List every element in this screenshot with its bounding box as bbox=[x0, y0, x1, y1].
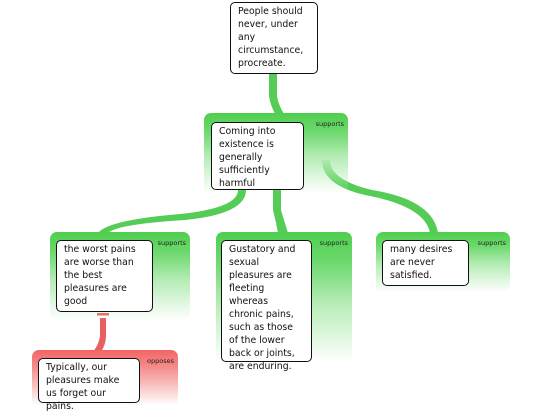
premise-relation-tag: supports bbox=[315, 120, 344, 128]
reason-2-text: Gustatory and sexual pleasures are fleet… bbox=[229, 244, 296, 372]
connector-premise-reason-2 bbox=[273, 190, 288, 233]
connector-premise-reason-3 bbox=[322, 160, 438, 233]
premise-box[interactable]: Coming into existence is generally suffi… bbox=[211, 122, 304, 190]
reason-2-relation-tag: supports bbox=[319, 239, 348, 247]
reason-3-relation-tag: supports bbox=[477, 239, 506, 247]
reason-1-relation-tag: supports bbox=[157, 239, 186, 247]
reason-3-box[interactable]: many desires are never satisfied. bbox=[382, 240, 469, 286]
reason-1-box[interactable]: the worst pains are worse than the best … bbox=[56, 240, 153, 312]
claim-box[interactable]: People should never, under any circumsta… bbox=[230, 2, 318, 74]
reason-1-text: the worst pains are worse than the best … bbox=[64, 244, 136, 307]
connector-premise-reason-1 bbox=[98, 190, 246, 233]
connector-claim-premise bbox=[269, 74, 284, 114]
premise-text: Coming into existence is generally suffi… bbox=[219, 126, 276, 189]
reason-3-text: many desires are never satisfied. bbox=[390, 244, 453, 281]
reason-2-box[interactable]: Gustatory and sexual pleasures are fleet… bbox=[221, 240, 312, 372]
objection-box[interactable]: Typically, our pleasures make us forget … bbox=[38, 358, 140, 412]
claim-text: People should never, under any circumsta… bbox=[238, 6, 304, 69]
objection-relation-tag: opposes bbox=[147, 357, 174, 365]
connector-reason-1-objection bbox=[93, 318, 106, 352]
